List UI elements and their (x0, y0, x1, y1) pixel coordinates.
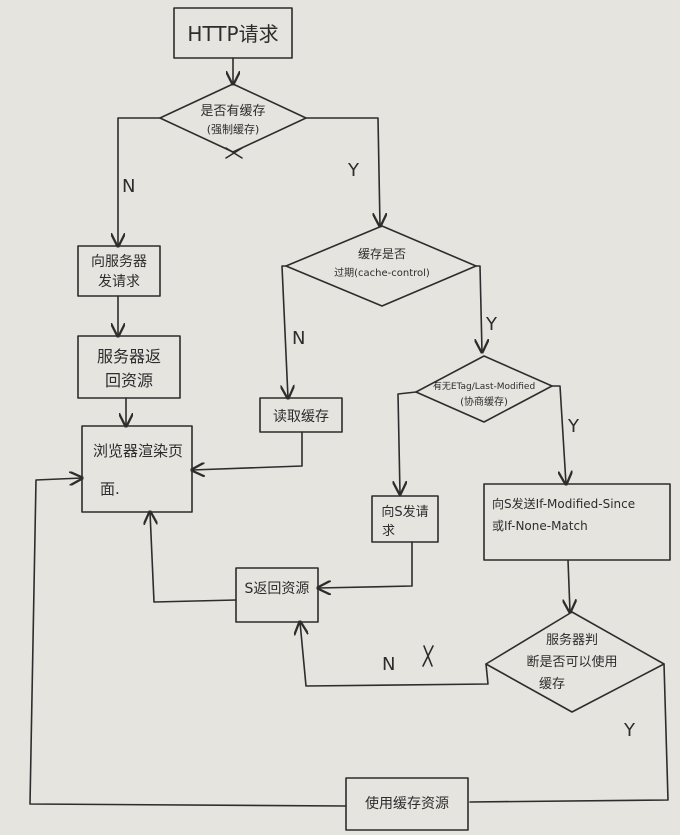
edge-label-etag-yes: Y (567, 416, 580, 437)
arrow-etag-left (398, 391, 417, 494)
arrow-use-cache-to-render (29, 478, 347, 807)
read-cache-box (259, 397, 343, 433)
edge-label-has-cache-yes: Y (347, 160, 360, 181)
arrow-has-cache-yes (305, 117, 380, 226)
arrow-judge-yes (469, 663, 669, 803)
if-modified-box (483, 483, 671, 561)
request-s-label-2: 求 (382, 524, 395, 539)
if-modified-label-1: 向S发送If-Modified-Since (492, 496, 635, 511)
strike-mark-1 (225, 147, 243, 159)
server-judge-label-3: 缓存 (539, 677, 565, 692)
read-cache-label: 读取缓存 (273, 408, 329, 425)
cache-expired-label-2: 过期(cache-control) (334, 266, 430, 279)
arrow-expired-no (282, 265, 288, 398)
edge-label-expired-yes: Y (485, 314, 498, 335)
has-cache-label-2: (强制缓存) (207, 122, 260, 136)
cache-expired-diamond (285, 225, 477, 307)
etag-diamond (415, 355, 553, 423)
server-judge-label-2: 断是否可以使用 (526, 654, 617, 670)
arrow-request-s-to-return (318, 541, 413, 588)
browser-render-label-1: 浏览器渲染页 (93, 442, 183, 460)
s-return-box (235, 567, 319, 623)
arrow-s-return-to-render (150, 512, 237, 603)
http-request-label: HTTP请求 (187, 22, 278, 46)
server-return-label-1: 服务器返 (97, 347, 161, 366)
edge-label-has-cache-no: N (122, 176, 135, 197)
arrow-judge-no (300, 622, 489, 687)
send-request-label-2: 发请求 (98, 274, 140, 290)
has-cache-label-1: 是否有缓存 (200, 104, 265, 119)
request-s-box (371, 495, 439, 543)
browser-render-label-2: 面. (100, 480, 120, 498)
send-request-label-1: 向服务器 (91, 254, 147, 270)
edge-label-judge-no: N (382, 654, 395, 675)
arrow-expired-yes (476, 265, 482, 352)
cache-expired-label-1: 缓存是否 (358, 247, 406, 261)
edge-label-judge-yes: Y (623, 720, 636, 741)
server-judge-diamond (485, 611, 665, 713)
browser-render-box (81, 425, 193, 513)
request-s-label-1: 向S发请 (381, 504, 428, 520)
arrow-etag-yes (551, 385, 566, 484)
edge-label-expired-no: N (292, 328, 305, 349)
arrow-has-cache-no (118, 117, 161, 246)
send-request-box (77, 245, 161, 297)
server-judge-label-1: 服务器判 (546, 632, 598, 648)
arrow-read-cache-to-render (192, 431, 303, 470)
use-cache-box (345, 777, 469, 831)
etag-label-2: (协商缓存) (460, 395, 508, 408)
arrow-if-modified-to-judge (568, 559, 570, 612)
etag-label-1: 有无ETag/Last-Modified (433, 380, 535, 392)
server-return-label-2: 回资源 (105, 371, 153, 390)
server-return-box (77, 335, 181, 399)
if-modified-label-2: 或If-None-Match (492, 519, 588, 533)
use-cache-label: 使用缓存资源 (365, 795, 449, 812)
s-return-label: S返回资源 (245, 581, 310, 597)
strike-mark-2 (422, 645, 434, 667)
